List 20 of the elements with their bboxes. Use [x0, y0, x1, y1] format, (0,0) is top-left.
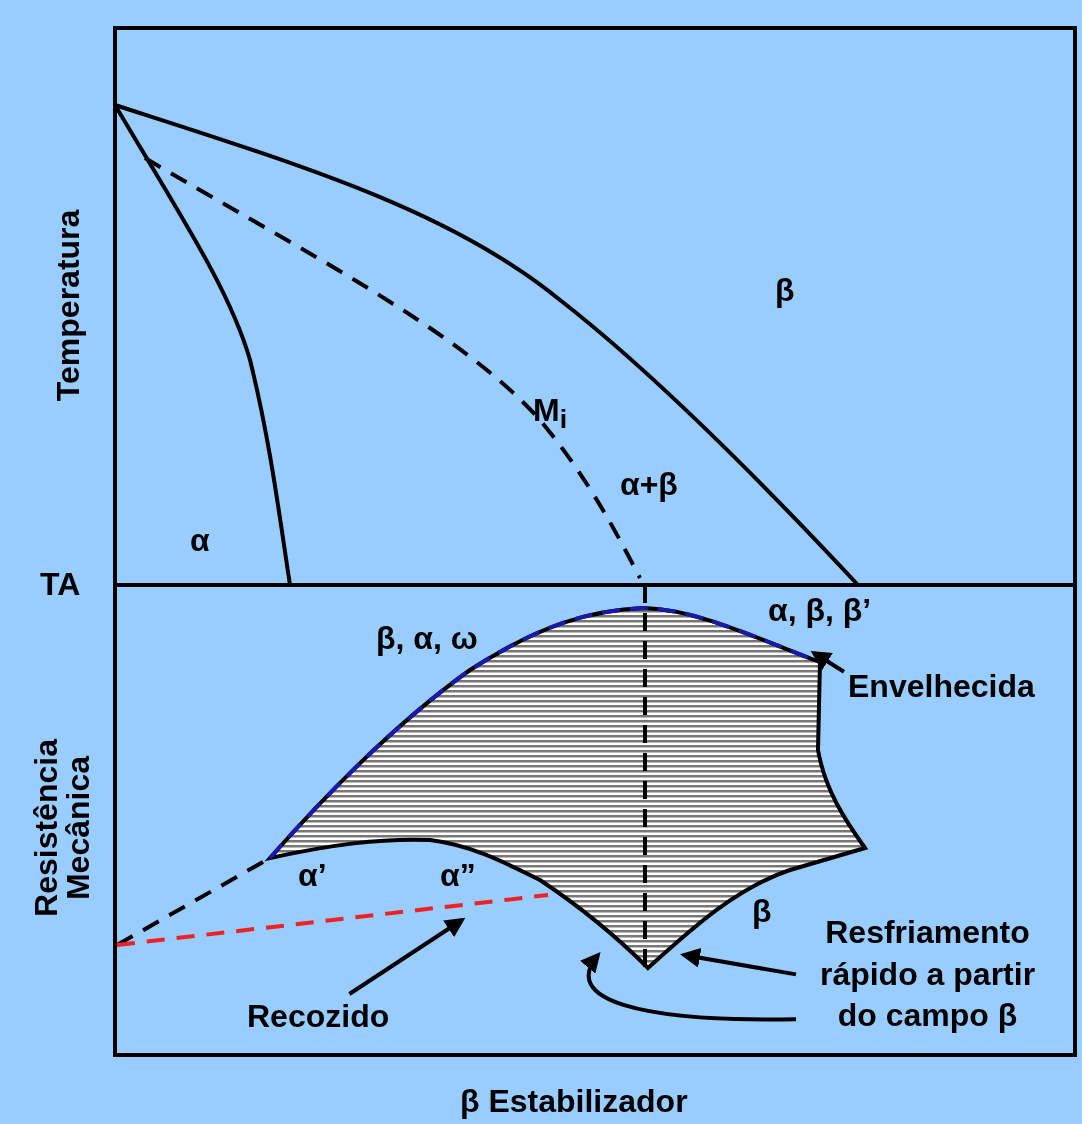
phase-label: α+β — [620, 466, 678, 503]
leader-arrow — [810, 650, 846, 674]
phase-label: β — [775, 272, 795, 309]
phase-label: M$_{i}$ — [533, 392, 568, 436]
annotation-label: Envelhecida — [848, 668, 1035, 705]
annotation-label: Recozido — [247, 998, 390, 1035]
phase-label: α” — [440, 857, 476, 894]
leader-arrow — [680, 947, 797, 977]
phase-label: α, β, β’ — [768, 592, 872, 629]
leader-arrow — [580, 951, 796, 1022]
annotation-label: Resfriamento rápido a partir do campo β — [800, 912, 1055, 1037]
axis-tick-label: TA — [40, 566, 81, 603]
phase-label: α — [190, 522, 210, 559]
axis-title: Resistência Mecânica — [30, 737, 94, 919]
phase-label: β — [752, 893, 772, 930]
axis-title: Temperatura — [49, 209, 87, 401]
axis-title: β Estabilizador — [460, 1083, 688, 1120]
phase-label: β, α, ω — [376, 620, 478, 657]
phase-label: α’ — [298, 857, 327, 894]
leader-arrow — [348, 917, 466, 996]
